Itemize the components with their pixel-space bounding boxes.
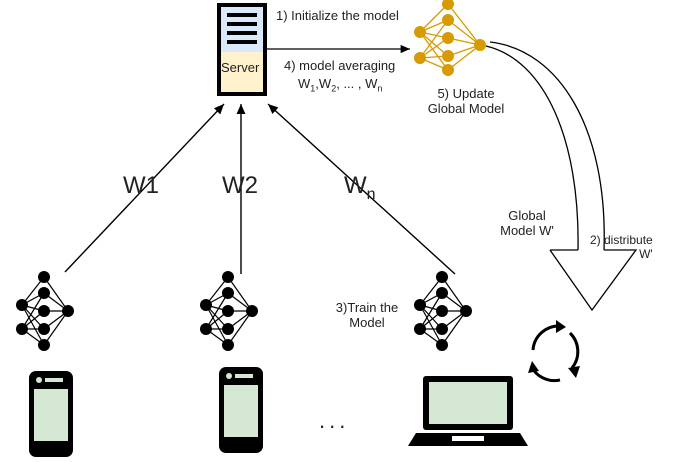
client1-upload-arrow	[64, 103, 225, 273]
phone-device-2-icon	[219, 367, 263, 453]
phone-device-1-icon	[29, 371, 73, 457]
global-model-icon	[414, 0, 486, 76]
client1-model-icon	[15, 270, 75, 352]
server-label: Server	[221, 60, 260, 75]
laptop-device-icon	[408, 376, 528, 446]
distribute-arrow	[485, 41, 638, 312]
step-1-label: 1) Initialize the model	[276, 8, 399, 23]
server-icon	[217, 3, 267, 96]
cycle-icon	[529, 324, 580, 383]
clientn-upload-arrow	[267, 103, 456, 275]
w1-label: W1	[123, 172, 159, 199]
weights-list-label: W1,W2, ... , Wn	[298, 76, 383, 94]
clientn-model-icon	[413, 270, 473, 352]
wn-label: Wn	[344, 172, 376, 203]
client2-model-icon	[199, 270, 259, 352]
more-clients-ellipsis: ...	[319, 408, 350, 433]
step-4-label: 4) model averaging	[284, 58, 396, 73]
w2-label: W2	[222, 172, 258, 199]
